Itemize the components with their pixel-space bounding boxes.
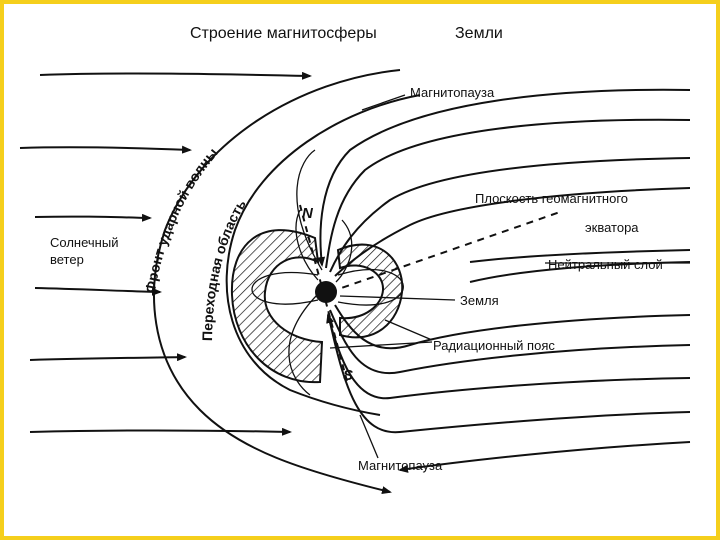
radiation-belt-right	[336, 243, 404, 339]
solar-wind-label-line2: ветер	[50, 252, 84, 267]
title-right: Земли	[455, 25, 503, 42]
geomagnetic-equator-line	[329, 211, 561, 293]
earth-label: Земля	[460, 293, 499, 308]
radiation-belt-left	[230, 229, 324, 384]
pole-n-label: N	[302, 205, 314, 222]
plane-label-line2: экватора	[585, 220, 639, 235]
earth-circle	[315, 281, 337, 303]
radiation-belt-label: Радиационный пояс	[433, 338, 555, 353]
neutral-layer-label: Нейтральный слой	[548, 257, 663, 272]
pole-s-label: S	[343, 367, 353, 384]
solar-wind-arrows	[19, 71, 312, 436]
solar-wind-label-line1: Солнечный	[50, 235, 118, 250]
field-lines-tail	[317, 88, 691, 473]
shock-front-line	[153, 69, 401, 494]
leader-lines	[329, 94, 690, 459]
title-left: Строение магнитосферы	[190, 25, 377, 42]
magnetopause-line	[225, 94, 421, 416]
magnetopause-top-label: Магнитопауза	[410, 85, 495, 100]
magnetopause-bottom-label: Магнитопауза	[358, 458, 443, 473]
plane-label-line1: Плоскость геомагнитного	[475, 191, 628, 206]
